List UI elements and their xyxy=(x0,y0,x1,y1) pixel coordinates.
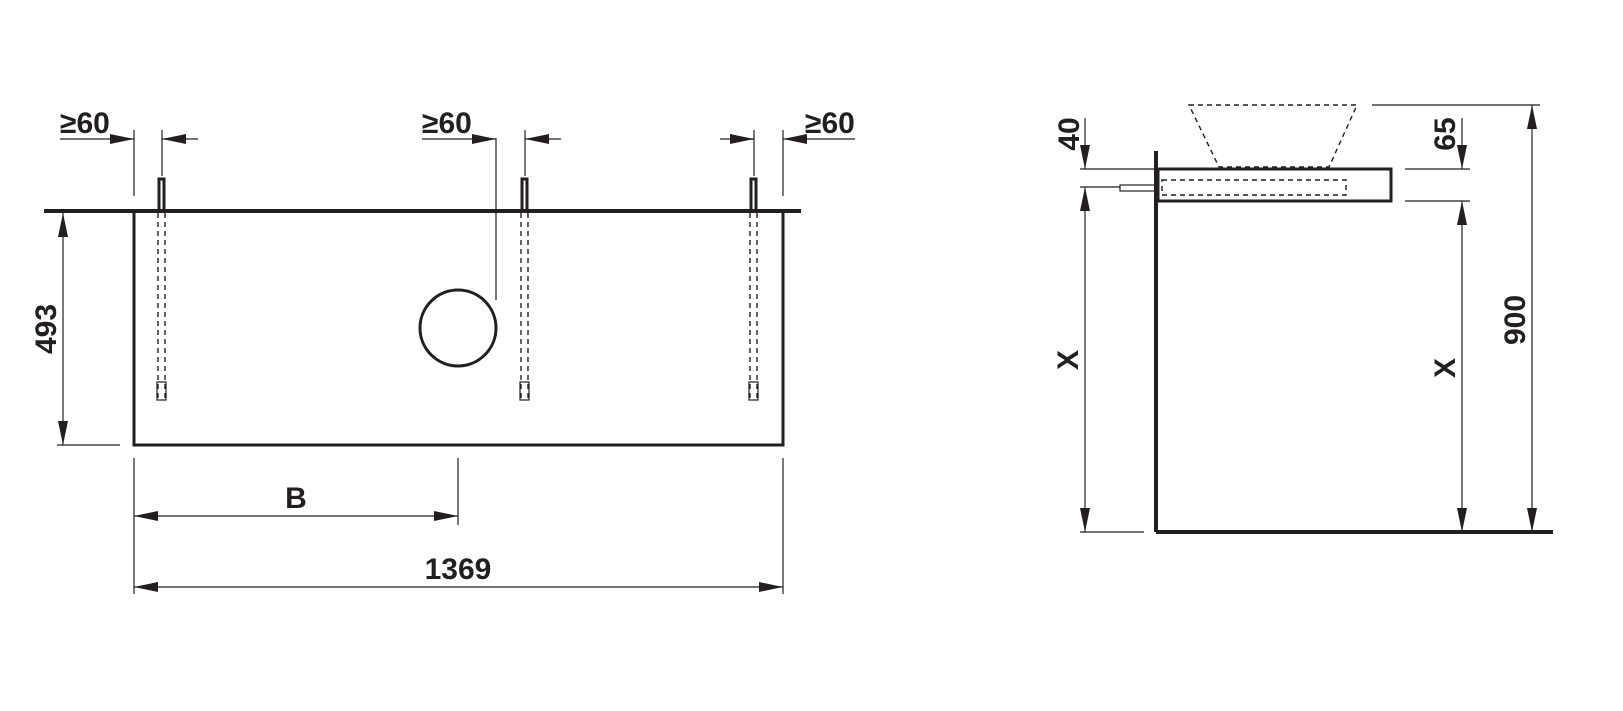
width-label: 1369 xyxy=(425,553,492,586)
clearance-dimension-right xyxy=(720,130,855,196)
clearance-label-right: ≥60 xyxy=(805,107,855,140)
clearance-label-middle: ≥60 xyxy=(422,107,472,140)
width-dimension xyxy=(134,458,784,594)
total-height-label: 900 xyxy=(1499,295,1532,345)
countertop-slab xyxy=(1156,167,1393,203)
offset-dimension xyxy=(133,458,459,594)
side-right-x-label: X xyxy=(1429,358,1462,378)
cabinet-outline xyxy=(132,211,785,447)
height-label: 493 xyxy=(30,304,63,354)
fixing-rod-middle xyxy=(519,177,530,401)
fixing-bracket xyxy=(1119,184,1157,192)
height-dimension xyxy=(57,213,120,446)
side-top-right-label: 65 xyxy=(1429,117,1462,150)
clearance-dimension-middle xyxy=(422,130,561,176)
side-top-left-dimension xyxy=(1080,118,1156,188)
offset-label: B xyxy=(285,482,307,515)
total-height-dimension xyxy=(1372,104,1540,532)
side-top-left-label: 40 xyxy=(1053,117,1086,150)
front-view: ≥60 ≥60 ≥60 493 B 1369 xyxy=(30,107,855,594)
drain-circle xyxy=(418,288,498,368)
fixing-rod-left xyxy=(156,177,167,401)
side-left-x-dimension xyxy=(1080,187,1144,533)
side-left-x-label: X xyxy=(1052,350,1085,370)
fixing-rod-hidden xyxy=(1161,179,1347,196)
clearance-label-left: ≥60 xyxy=(60,107,110,140)
vessel-basin xyxy=(1187,104,1359,168)
fixing-rod-right xyxy=(748,177,759,401)
side-view: 40 X 65 X 900 xyxy=(1052,104,1553,534)
clearance-dimension-left xyxy=(60,130,198,196)
